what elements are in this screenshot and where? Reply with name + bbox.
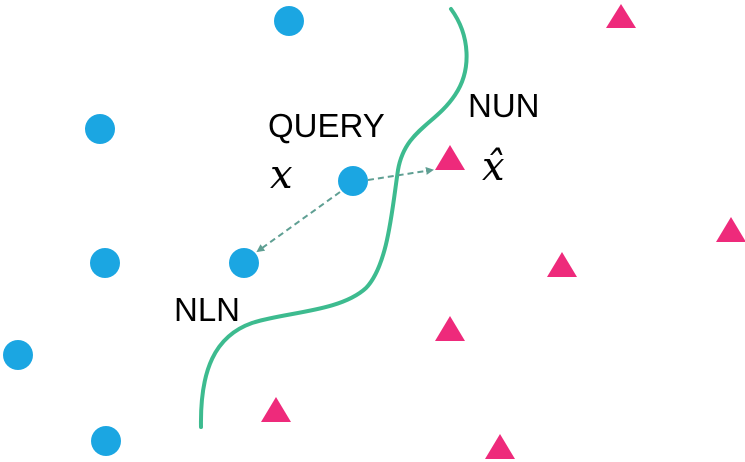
query-label: QUERY (268, 107, 385, 144)
circle-point (90, 248, 120, 278)
triangle-point (261, 397, 291, 422)
nun-variable: x̂ (482, 144, 505, 190)
nun-point (435, 145, 465, 170)
triangle-class-points (261, 4, 745, 459)
triangle-point (547, 252, 577, 277)
triangle-point (435, 316, 465, 341)
arrow-to-nln (256, 191, 341, 253)
query-point (338, 166, 368, 196)
circle-point (3, 340, 33, 370)
circle-point (91, 426, 121, 456)
circle-point (274, 6, 304, 36)
query-variable: x (270, 152, 293, 198)
decision-boundary (198, 7, 469, 429)
triangle-point (716, 217, 745, 242)
circle-point (85, 114, 115, 144)
nln-point (229, 248, 259, 278)
arrow-to-nun (367, 166, 434, 181)
nun-label: NUN (468, 87, 540, 124)
circle-class-points (3, 6, 368, 456)
triangle-point (606, 4, 636, 28)
triangle-point (485, 434, 515, 459)
nln-label: NLN (174, 291, 240, 328)
